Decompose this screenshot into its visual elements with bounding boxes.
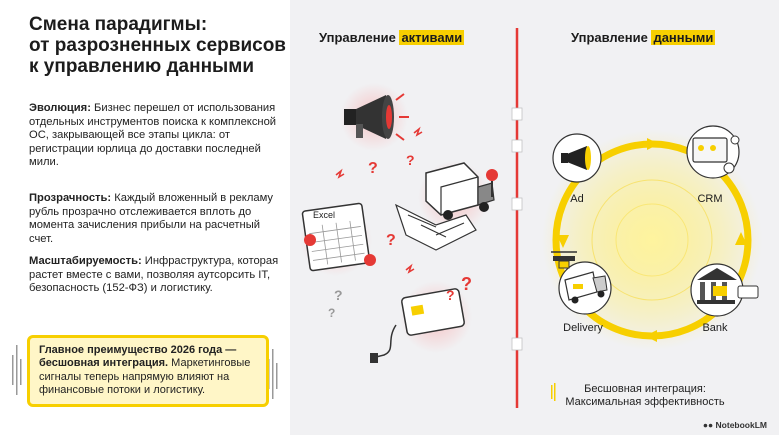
asset-management-heading: Управление активами: [319, 30, 465, 45]
svg-text:?: ?: [446, 287, 455, 303]
truck-icon: [558, 261, 612, 315]
center-divider: [511, 28, 523, 408]
maze-path-icon: [394, 203, 477, 251]
notebooklm-brand: ●● NotebookLM: [703, 420, 767, 430]
scalability-label: Масштабируемость:: [29, 255, 142, 267]
cycle-label-ad: Ad: [570, 193, 584, 205]
chaos-illustration: ? ? ? ? ? ? ?: [300, 83, 498, 363]
credit-card-icon: [370, 281, 472, 363]
megaphone-icon: [340, 83, 409, 151]
cycle-label-delivery: Delivery: [563, 322, 603, 334]
transparency-paragraph: Прозрачность: Каждый вложенный в рекламу…: [29, 192, 279, 246]
question-mark-icon: ? ? ? ? ? ? ?: [328, 152, 472, 320]
data-management-heading: Управление данными: [571, 30, 716, 45]
data-heading-prefix: Управление: [571, 30, 652, 45]
asset-heading-highlight: активами: [399, 30, 465, 45]
decorative-bars-icon: [268, 349, 278, 399]
evolution-label: Эволюция:: [29, 102, 91, 114]
evolution-paragraph: Эволюция: Бизнес перешел от использовани…: [29, 102, 279, 170]
drone-icon: [551, 251, 577, 269]
decorative-bars-icon: [551, 383, 556, 401]
decorative-bars-icon: [12, 345, 22, 395]
excel-icon: [300, 202, 376, 276]
svg-text:?: ?: [328, 306, 335, 320]
notebooklm-logo-icon: ●●: [702, 420, 716, 430]
transparency-text: Каждый вложенный в рекламу рубль прозрач…: [29, 192, 273, 245]
bank-icon: [690, 263, 759, 317]
data-cycle-illustration: [542, 125, 762, 350]
cycle-label-bank: Bank: [702, 322, 728, 334]
callout-text: Маркетинговые сигналы теперь напрямую вл…: [39, 357, 251, 397]
svg-text:?: ?: [386, 232, 396, 249]
brand-text: NotebookLM: [715, 420, 767, 430]
data-heading-highlight: данными: [651, 30, 716, 45]
evolution-text: Бизнес перешел от использования отдельны…: [29, 102, 277, 169]
megaphone-icon: [552, 133, 602, 183]
key-advantage-callout: Главное преимущество 2026 года — бесшовн…: [27, 335, 269, 407]
crm-icon: [686, 125, 740, 179]
excel-label: Excel: [313, 210, 336, 220]
scalability-paragraph: Масштабируемость: Инфраструктура, котора…: [29, 255, 279, 296]
footer-caption: Бесшовная интеграция: Максимальная эффек…: [565, 383, 725, 408]
asset-heading-prefix: Управление: [319, 30, 400, 45]
truck-icon: [418, 161, 498, 233]
cycle-label-crm: CRM: [697, 193, 723, 205]
svg-text:?: ?: [461, 274, 472, 294]
transparency-label: Прозрачность:: [29, 192, 112, 204]
scalability-text: Инфраструктура, которая растет вместе с …: [29, 255, 279, 295]
svg-text:?: ?: [406, 152, 415, 168]
page-title: Смена парадигмы: от разрозненных сервисо…: [29, 14, 286, 77]
left-panel: Смена парадигмы: от разрозненных сервисо…: [0, 0, 290, 435]
svg-text:?: ?: [334, 287, 343, 303]
svg-text:?: ?: [368, 160, 378, 177]
callout-heading: Главное преимущество 2026 года — бесшовн…: [39, 344, 237, 370]
